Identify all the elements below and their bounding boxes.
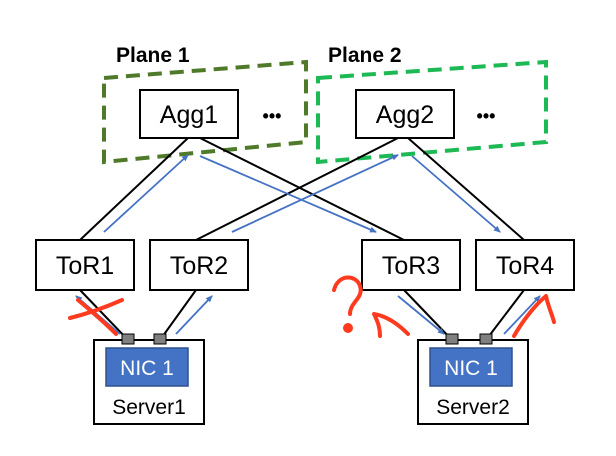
- tor3-label: ToR3: [382, 252, 440, 280]
- server2-port-right: [479, 333, 493, 345]
- server2-port-left: [445, 333, 459, 345]
- flow-arrow: [397, 295, 445, 335]
- redirect-arrow-toward-tor3: [372, 312, 410, 338]
- link-agg2-tor4: [407, 137, 525, 241]
- link-agg1-tor1: [79, 137, 189, 241]
- flow-arrows: [75, 154, 541, 335]
- tor1-label: ToR1: [56, 252, 114, 280]
- server2-label: Server2: [436, 396, 510, 419]
- failure-cross-mark: [76, 298, 118, 336]
- redirect-arrow-toward-tor4: [512, 294, 556, 338]
- tor4-label: ToR4: [496, 252, 554, 280]
- link-agg2-tor2: [195, 137, 399, 241]
- server1-nic-label: NIC 1: [120, 357, 174, 380]
- flow-arrow: [199, 155, 377, 233]
- failure-cross-mark: [68, 298, 124, 320]
- server1-port-left: [121, 333, 135, 345]
- tor4-box: [475, 239, 575, 291]
- link-agg1-tor3: [199, 137, 405, 241]
- plane-1-outline: [102, 59, 308, 165]
- link-tor2-server1: [159, 289, 197, 341]
- question-mark-dot: [343, 323, 353, 333]
- server2-nic-box: [429, 347, 513, 387]
- server2-nic-label: NIC 1: [444, 357, 498, 380]
- plane-1-label: Plane 1: [116, 44, 190, 67]
- tor1-box: [35, 239, 135, 291]
- flow-arrow: [411, 155, 501, 233]
- flow-arrow: [175, 295, 213, 335]
- flow-arrow: [103, 154, 189, 233]
- plane-1-more-ellipsis: •••: [263, 106, 282, 126]
- plane-2-label: Plane 2: [328, 44, 402, 67]
- agg2-label: Agg2: [376, 101, 434, 129]
- link-tor4-server2: [485, 289, 525, 341]
- plane-2-more-ellipsis: •••: [477, 106, 496, 126]
- links: [79, 137, 525, 341]
- plane-2-outline: [316, 59, 548, 165]
- server1-nic-box: [105, 347, 189, 387]
- agg2-box: [355, 89, 455, 139]
- tor2-label: ToR2: [170, 252, 228, 280]
- question-mark-stroke: [332, 275, 363, 316]
- flow-arrow: [231, 154, 399, 233]
- flow-arrow: [503, 295, 541, 335]
- agg1-label: Agg1: [160, 101, 218, 129]
- server1-label: Server1: [112, 396, 186, 419]
- agg1-box: [139, 89, 239, 139]
- link-tor3-server2: [403, 289, 453, 341]
- tor2-box: [149, 239, 249, 291]
- link-tor1-server1: [79, 289, 129, 341]
- server1-port-right: [153, 333, 167, 345]
- failure-annotations: [68, 275, 556, 338]
- tor3-box: [361, 239, 461, 291]
